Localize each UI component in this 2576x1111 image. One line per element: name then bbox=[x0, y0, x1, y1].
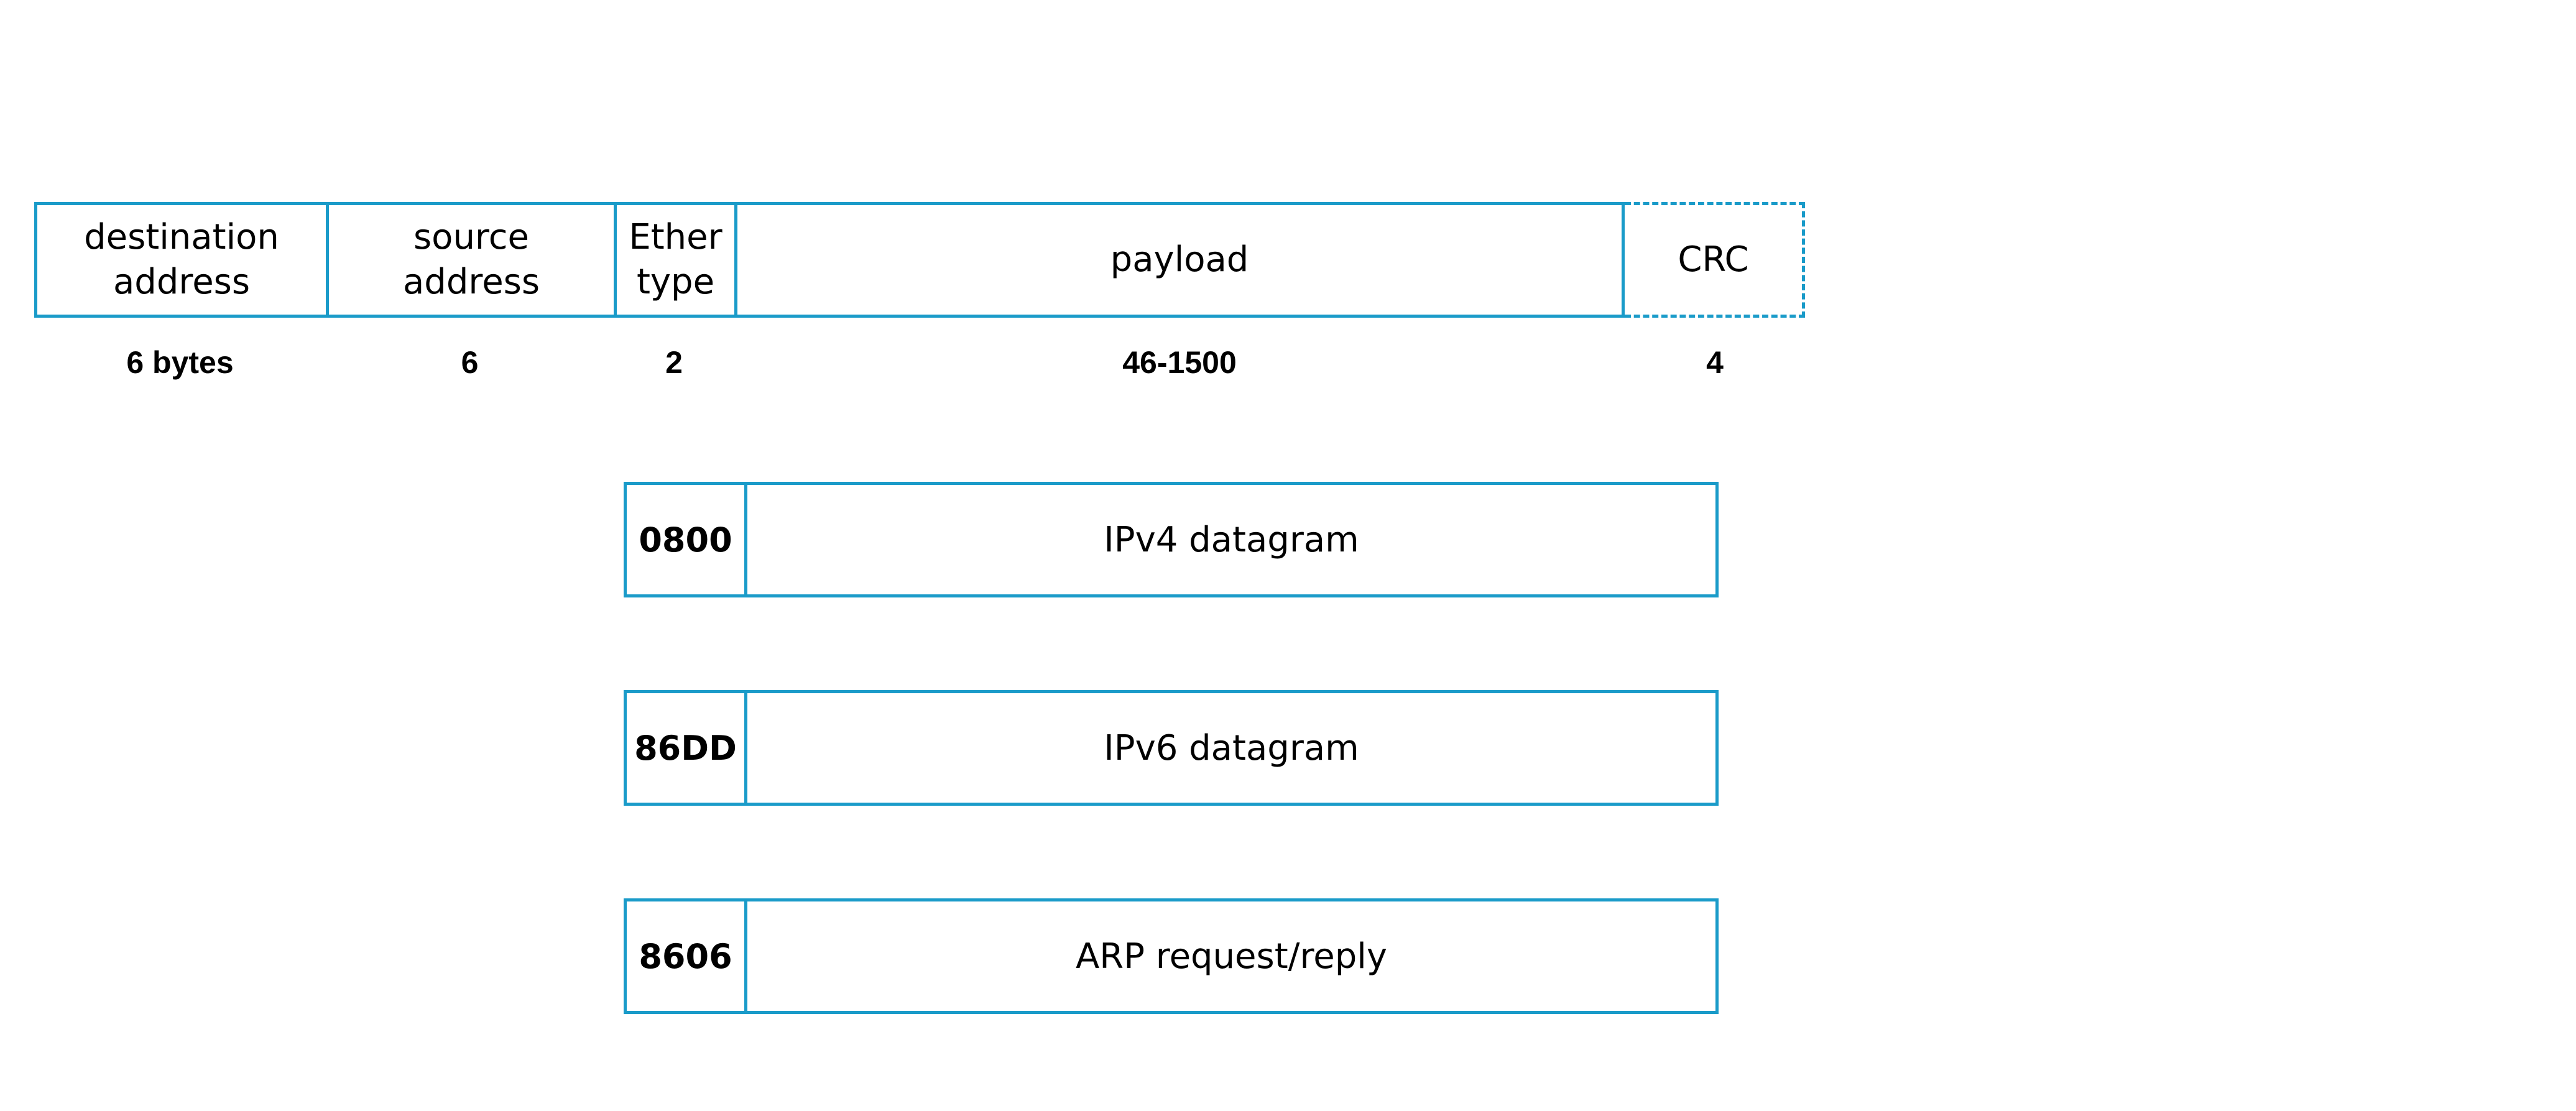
field-ether-type: Ether type bbox=[614, 202, 734, 318]
field-label: source address bbox=[402, 217, 540, 302]
field-label: payload bbox=[1110, 239, 1249, 280]
field-source-address: source address bbox=[326, 202, 614, 318]
ethertype-code: 86DD bbox=[627, 693, 747, 803]
field-crc: CRC bbox=[1625, 202, 1805, 318]
field-payload: payload bbox=[734, 202, 1625, 318]
field-label: CRC bbox=[1678, 239, 1749, 280]
ethertype-code: 8606 bbox=[627, 901, 747, 1011]
ethertype-arp: 8606 ARP request/reply bbox=[624, 898, 1719, 1014]
size-payload: 46-1500 bbox=[1122, 345, 1237, 380]
ethertype-label: IPv6 datagram bbox=[1104, 727, 1359, 768]
field-destination-address: destination address bbox=[34, 202, 326, 318]
frame-fields-row: destination address source address Ether… bbox=[34, 202, 1805, 318]
ethertype-ipv4: 0800 IPv4 datagram bbox=[624, 482, 1719, 597]
ethertype-label: ARP request/reply bbox=[1075, 936, 1388, 977]
ethertype-code: 0800 bbox=[627, 485, 747, 594]
ethertype-ipv6: 86DD IPv6 datagram bbox=[624, 690, 1719, 806]
field-label: Ether type bbox=[629, 217, 722, 302]
field-sizes-row: 6 bytes 6 2 46-1500 4 bbox=[34, 341, 1805, 384]
field-label: destination address bbox=[84, 217, 279, 302]
size-ether-type: 2 bbox=[665, 345, 683, 380]
ethertype-label: IPv4 datagram bbox=[1104, 519, 1359, 560]
size-crc: 4 bbox=[1706, 345, 1724, 380]
size-source-address: 6 bbox=[461, 345, 479, 380]
size-destination-address: 6 bytes bbox=[126, 345, 234, 380]
